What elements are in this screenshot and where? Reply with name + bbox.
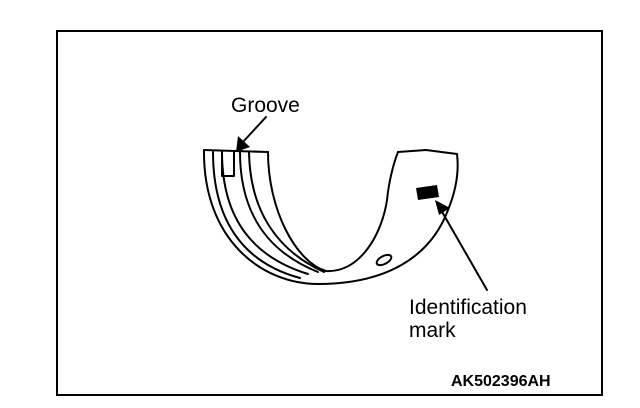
oil-hole [375,253,393,267]
ident-arrowhead [435,200,450,215]
bearing-left-band-4 [248,151,325,273]
figure-frame [56,30,603,396]
bearing-left-band-3 [239,151,319,273]
bearing-outer-edge [202,149,459,285]
groove-arrow-line [241,116,267,144]
figure-code: AK502396AH [451,373,551,390]
oil-groove [221,151,235,177]
identification-label-line2: mark [409,319,456,342]
groove-label: Groove [231,94,300,117]
groove-arrowhead [236,136,250,152]
identification-mark-label: Identification mark [409,296,527,342]
identification-label-line1: Identification [409,296,527,319]
bearing-inner-edge [267,151,399,273]
bearing-left-band-1 [212,151,301,279]
ident-arrow-line [440,209,488,291]
identification-mark [416,185,439,200]
bearing-left-end-top [203,149,269,153]
bearing-right-end-top [397,149,458,155]
